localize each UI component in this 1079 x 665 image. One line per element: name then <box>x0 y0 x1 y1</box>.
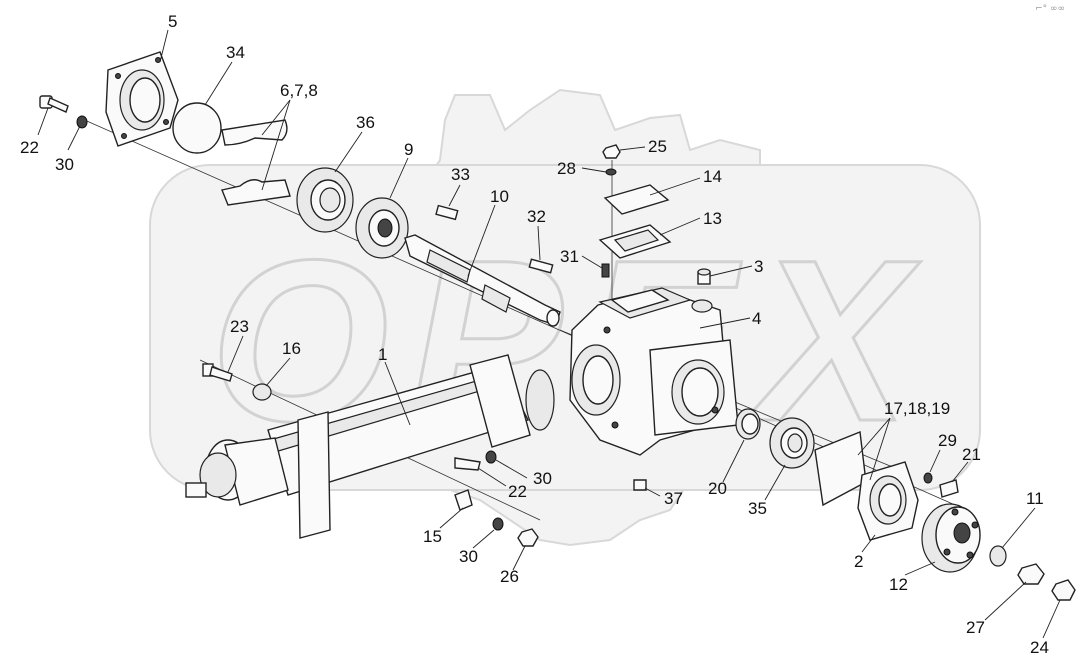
callout-label: 14 <box>703 167 722 186</box>
part-26-nut <box>517 528 539 547</box>
callout-label: 20 <box>708 479 727 498</box>
callout-label: 30 <box>533 469 552 488</box>
callout-label: 10 <box>490 187 509 206</box>
part-20-ring <box>735 408 761 440</box>
part-4-gearbox-housing <box>569 287 739 456</box>
callout-label: 9 <box>404 140 413 159</box>
part-16-washer <box>252 383 272 401</box>
callout-label: 30 <box>459 547 478 566</box>
callout-label: 15 <box>423 527 442 546</box>
callout-label: 24 <box>1030 638 1049 657</box>
callout-label: 2 <box>854 552 863 571</box>
callout-label: 4 <box>752 309 761 328</box>
callout-label: 36 <box>356 113 375 132</box>
part-36-bearing <box>296 167 354 233</box>
callout-label: 13 <box>703 209 722 228</box>
corner-mark: ⌐° ∞∞ <box>1035 4 1065 14</box>
part-22-bolt-top <box>39 95 69 113</box>
part-30-washer-mid <box>485 450 497 464</box>
callout-label: 26 <box>500 567 519 586</box>
part-37-plug <box>633 479 647 491</box>
callout-label: 27 <box>966 618 985 637</box>
part-6-7-8-shims <box>221 119 291 206</box>
callout-label: 23 <box>230 317 249 336</box>
part-10-shaft <box>404 234 561 327</box>
callout-label: 37 <box>664 489 683 508</box>
part-25-nut <box>602 144 621 159</box>
part-11-washer <box>989 545 1007 567</box>
part-24-cap-nut <box>1051 579 1076 601</box>
callout-label: 31 <box>560 247 579 266</box>
part-35-bearing <box>769 417 815 469</box>
part-12-hub-flange <box>921 503 981 573</box>
part-34-o-ring <box>172 102 222 154</box>
part-22-bolt-lower <box>454 457 481 471</box>
part-33-key <box>435 204 459 221</box>
callout-label: 16 <box>282 339 301 358</box>
callout-label: 21 <box>962 445 981 464</box>
callout-label: 12 <box>889 575 908 594</box>
part-21-bolt <box>939 479 959 498</box>
callout-label: 22 <box>508 482 527 501</box>
callout-label: 17,18,19 <box>884 399 950 418</box>
part-1-main-tube <box>185 354 555 539</box>
part-29-washer <box>923 472 933 484</box>
callout-label: 3 <box>754 257 763 276</box>
callout-label: 34 <box>226 43 245 62</box>
part-28-washer <box>605 168 617 176</box>
part-14-cover-plate <box>603 184 670 215</box>
callout-label: 33 <box>451 165 470 184</box>
part-23-bolt <box>202 363 233 382</box>
part-15-clip <box>454 489 473 511</box>
part-31-grub-screw <box>601 263 610 278</box>
callout-label: 6,7,8 <box>280 81 318 100</box>
callout-label: 29 <box>938 431 957 450</box>
part-13-gasket <box>598 224 672 259</box>
callout-label: 11 <box>1026 489 1044 508</box>
callout-label: 30 <box>55 155 74 174</box>
part-9-seal <box>355 197 409 259</box>
part-2-flange-cover <box>857 461 919 541</box>
callout-label: 5 <box>168 12 177 31</box>
part-30-washer-low <box>492 517 504 531</box>
callout-label: 25 <box>648 137 667 156</box>
part-30-washer-top <box>76 115 88 129</box>
callout-label: 28 <box>557 159 576 178</box>
leader-lines <box>37 29 1061 639</box>
callout-label: 22 <box>20 138 39 157</box>
part-5-flange-cover <box>105 51 179 147</box>
part-3-breather <box>697 268 711 285</box>
callout-label: 1 <box>378 345 387 364</box>
part-27-nut <box>1017 563 1045 585</box>
callout-label: 32 <box>527 207 546 226</box>
callout-labels: 5 34 6,7,8 22 30 36 9 33 10 32 25 28 14 … <box>20 12 1049 657</box>
callout-label: 35 <box>748 499 767 518</box>
part-32-key <box>528 258 554 274</box>
